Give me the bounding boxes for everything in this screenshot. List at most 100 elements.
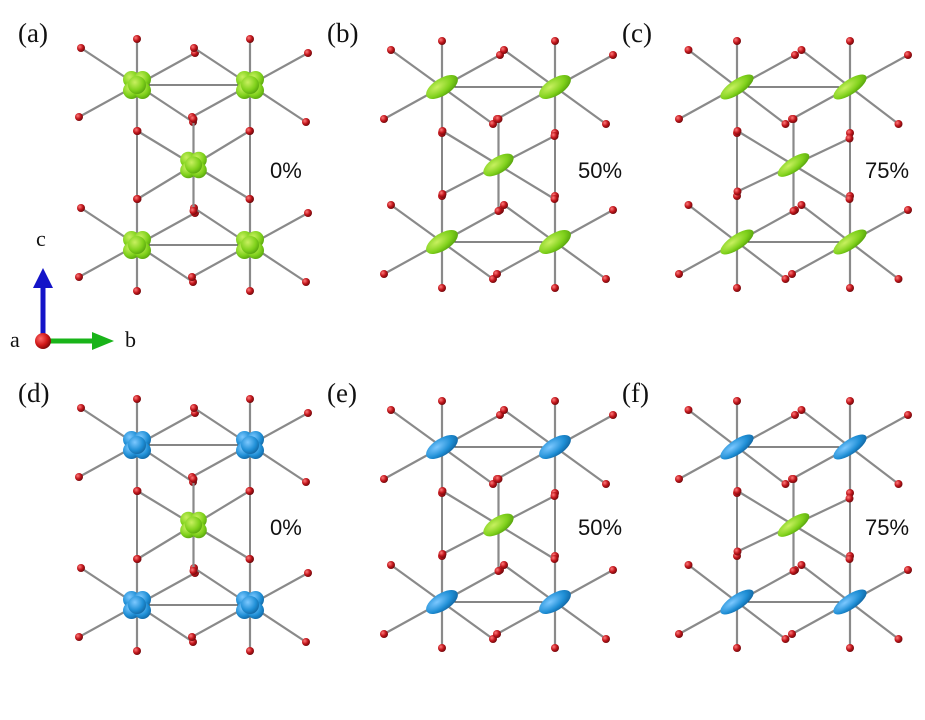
- bond-line: [502, 563, 557, 604]
- green-orbital: [123, 231, 151, 259]
- oxygen-atom: [733, 37, 741, 45]
- percent-label: 50%: [578, 515, 622, 540]
- bond-line: [735, 445, 787, 486]
- green-orbital: [483, 513, 514, 537]
- oxygen-atom: [189, 475, 198, 483]
- c-axis-label: c: [36, 226, 46, 251]
- oxygen-atom: [791, 411, 799, 419]
- panel-f: (f) 75%: [622, 378, 912, 652]
- orbital-ellipsoid: [777, 513, 810, 537]
- orbital-ellipsoid: [539, 590, 571, 614]
- oxygen-atom: [788, 630, 796, 638]
- oxygen-atom: [846, 37, 854, 45]
- green-orbital: [833, 74, 867, 100]
- percent-label: 0%: [270, 158, 302, 183]
- oxygen-atom: [77, 404, 85, 412]
- percent-label: 75%: [865, 158, 909, 183]
- oxygen-atom: [387, 46, 395, 54]
- oxygen-atom: [189, 567, 198, 575]
- oxygen-atom: [75, 633, 83, 641]
- orbital-ellipsoid: [833, 74, 867, 100]
- bond-line: [440, 85, 495, 126]
- orbital-ellipsoid: [833, 434, 867, 460]
- oxygen-atom: [684, 406, 693, 414]
- axis-triad: c a b: [10, 226, 136, 352]
- oxygen-atom: [846, 644, 854, 652]
- oxygen-atom: [75, 113, 83, 121]
- oxygen-atom: [133, 195, 142, 203]
- blue-orbital: [426, 435, 458, 459]
- green-orbital: [426, 230, 458, 254]
- oxygen-atom: [133, 395, 141, 403]
- oxygen-atom: [733, 487, 742, 495]
- percent-label: 50%: [578, 158, 622, 183]
- oxygen-atom: [302, 118, 310, 126]
- unit-cell: [736, 446, 851, 603]
- bond-line: [497, 523, 556, 561]
- crystal-structure: [675, 37, 912, 292]
- oxygen-atom: [894, 120, 903, 128]
- orbital-ellipsoid: [720, 74, 754, 100]
- green-orbital: [539, 75, 571, 99]
- oxygen-atom: [75, 273, 83, 281]
- orbital-ellipsoid: [777, 153, 810, 177]
- orbital-core: [128, 596, 146, 614]
- oxygen-atom: [797, 561, 806, 569]
- oxygen-atom: [550, 195, 559, 203]
- oxygen-atom: [500, 406, 508, 414]
- bond-line: [497, 163, 556, 201]
- oxygen-atom: [675, 115, 683, 123]
- bond-line: [736, 129, 795, 167]
- oxygen-atom: [387, 406, 395, 414]
- oxygen-atom: [438, 397, 446, 405]
- blue-orbital: [720, 589, 754, 615]
- oxygen-atom: [133, 287, 141, 295]
- orbital-core: [128, 76, 146, 94]
- bond-line: [441, 489, 500, 527]
- oxygen-atom: [733, 284, 741, 292]
- oxygen-atom: [77, 564, 85, 572]
- bond-line: [553, 445, 608, 486]
- orbital-core: [128, 236, 146, 254]
- oxygen-atom: [438, 127, 447, 135]
- orbital-core: [241, 76, 259, 94]
- oxygen-atom: [493, 270, 501, 278]
- oxygen-atom: [304, 209, 312, 217]
- bond-line: [440, 445, 495, 486]
- panel-c: (c) 75%: [622, 18, 912, 292]
- oxygen-atom: [675, 630, 683, 638]
- b-axis-label: b: [125, 327, 136, 352]
- orbital-ellipsoid: [483, 513, 514, 537]
- oxygen-atom: [733, 644, 741, 652]
- orbital-ellipsoid: [539, 435, 571, 459]
- oxygen-atom: [797, 406, 806, 414]
- bond-line: [553, 85, 608, 126]
- orbital-ellipsoid: [720, 434, 754, 460]
- orbital-core: [241, 596, 259, 614]
- oxygen-atom: [684, 561, 693, 569]
- oxygen-atom: [894, 635, 903, 643]
- bond-line: [440, 600, 495, 641]
- oxygen-atom: [904, 566, 912, 574]
- bond-line: [441, 129, 500, 167]
- oxygen-atom: [438, 190, 447, 198]
- orbital-ellipsoid: [483, 153, 514, 177]
- oxygen-atom: [551, 37, 559, 45]
- oxygen-atom: [894, 480, 903, 488]
- oxygen-atom: [846, 284, 854, 292]
- green-orbital: [777, 153, 810, 177]
- blue-orbital: [539, 435, 571, 459]
- green-orbital: [236, 231, 264, 259]
- orbital-ellipsoid: [426, 75, 458, 99]
- oxygen-atom: [602, 275, 610, 283]
- bond-line: [687, 203, 739, 244]
- oxygen-atom: [551, 284, 559, 292]
- orbital-ellipsoid: [426, 230, 458, 254]
- orbital-core: [241, 436, 259, 454]
- oxygen-atom: [797, 46, 806, 54]
- oxygen-atom: [781, 635, 790, 643]
- bond-line: [502, 48, 557, 89]
- oxygen-atom: [77, 204, 85, 212]
- oxygen-atom: [781, 120, 790, 128]
- oxygen-atom: [245, 127, 254, 135]
